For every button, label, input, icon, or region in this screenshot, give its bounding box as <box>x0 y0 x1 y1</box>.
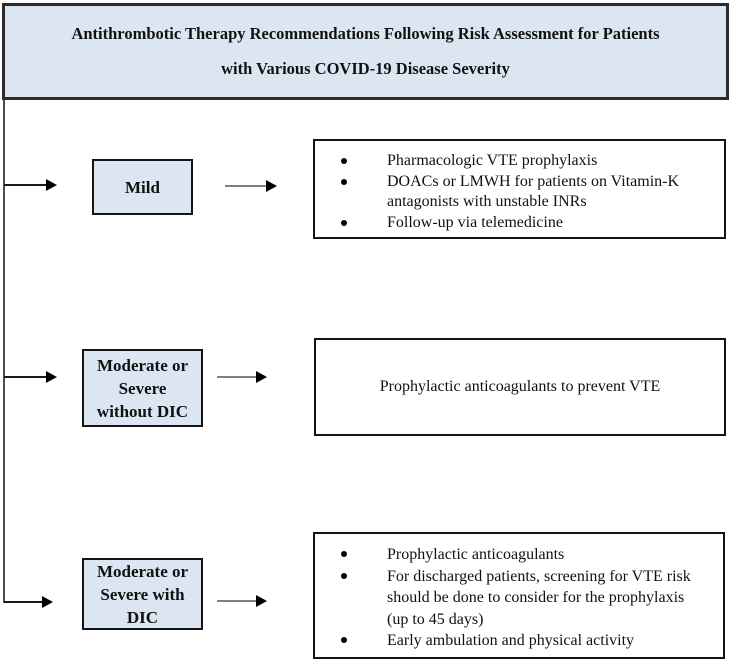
bullet-text: For discharged patients, screening for V… <box>387 567 691 585</box>
connector-vertical-line <box>3 100 5 603</box>
title-line-1: Antithrombotic Therapy Recommendations F… <box>71 24 660 44</box>
severity-label-line: Moderate or <box>96 561 189 581</box>
arrow-right-icon <box>217 595 267 607</box>
title-box: Antithrombotic Therapy Recommendations F… <box>2 3 729 100</box>
severity-label-line: Severe <box>118 378 167 398</box>
bullet-item: Pharmacologic VTE prophylaxis <box>315 151 724 172</box>
bullet-item: For discharged patients, screening for V… <box>315 566 723 631</box>
bullet-item: Early ambulation and physical activity <box>315 630 723 652</box>
severity-label-line: without DIC <box>96 401 189 421</box>
bullet-text: Pharmacologic VTE prophylaxis <box>387 152 598 169</box>
arrow-right-icon <box>225 180 277 192</box>
bullet-text: DOACs or LMWH for patients on Vitamin-K <box>387 172 680 190</box>
arrow-right-icon <box>217 371 267 383</box>
severity-box-moderate-severe-with-dic: Moderate or Severe with DIC <box>82 558 203 630</box>
bullet-item: DOACs or LMWH for patients on Vitamin-K … <box>315 172 724 213</box>
severity-label-line: Severe with <box>100 584 185 604</box>
bullet-text: Follow-up via telemedicine <box>387 213 563 231</box>
severity-box-mild: Mild <box>92 159 193 215</box>
recommendation-text: Prophylactic anticoagulants to prevent V… <box>379 378 661 395</box>
recommendations-box-moderate-severe-with-dic: Prophylactic anticoagulants For discharg… <box>313 532 725 659</box>
arrow-right-icon <box>4 596 53 608</box>
arrow-right-icon <box>4 179 57 191</box>
title-line-2: with Various COVID-19 Disease Severity <box>221 58 510 78</box>
arrow-right-icon <box>4 371 57 383</box>
severity-label-line: Moderate or <box>96 355 189 375</box>
recommendations-box-mild: Pharmacologic VTE prophylaxis DOACs or L… <box>313 139 726 239</box>
bullet-text-continued: antagonists with unstable INRs <box>387 193 587 210</box>
severity-box-moderate-severe-without-dic: Moderate or Severe without DIC <box>82 349 203 427</box>
bullet-item: Prophylactic anticoagulants <box>315 544 723 566</box>
bullet-text-continued: should be done to consider for the proph… <box>387 589 685 606</box>
bullet-text-continued: (up to 45 days) <box>387 610 484 628</box>
recommendations-box-moderate-severe-without-dic: Prophylactic anticoagulants to prevent V… <box>314 338 726 436</box>
bullet-text: Early ambulation and physical activity <box>387 632 635 649</box>
severity-label: Mild <box>125 177 160 197</box>
severity-label-line: DIC <box>126 607 159 627</box>
bullet-text: Prophylactic anticoagulants <box>387 546 565 563</box>
bullet-item: Follow-up via telemedicine <box>315 213 724 234</box>
